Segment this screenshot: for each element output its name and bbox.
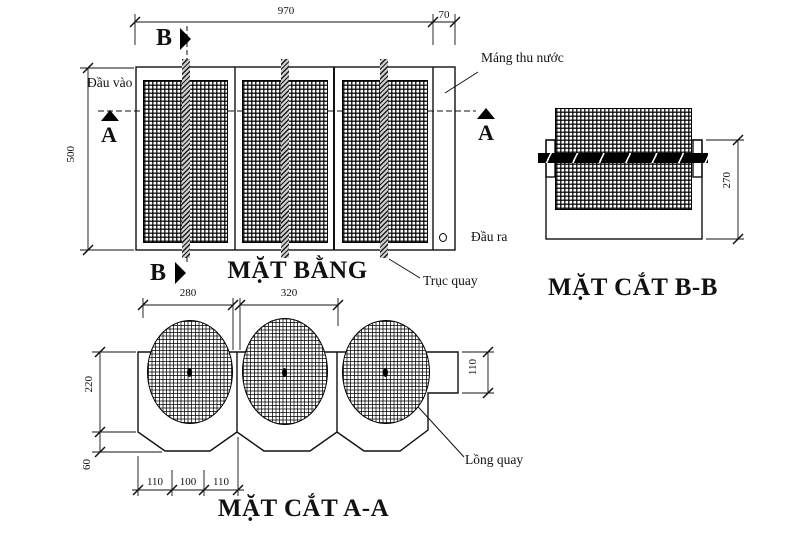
- plan-shaft-1: [182, 59, 190, 258]
- plan-shaft-2: [281, 59, 289, 258]
- aa-cage-2-axis-dot: [282, 368, 287, 377]
- cage-leader-line: [409, 397, 465, 458]
- dim-aa-depth: 220: [83, 376, 95, 393]
- dim-plan-height: 500: [65, 146, 77, 163]
- dim-aa-span: 320: [280, 287, 298, 299]
- section-marker-a-left: A: [101, 122, 117, 147]
- plan-left-dimension: [80, 67, 134, 251]
- section-arrow-b-top-icon: [180, 28, 191, 50]
- section-arrow-a-right-icon: [477, 108, 495, 119]
- dim-bb-height: 270: [721, 172, 733, 189]
- outlet-drain-icon: [439, 233, 447, 242]
- dim-aa-b3: 110: [212, 476, 230, 488]
- label-outlet: Đầu ra: [471, 229, 508, 244]
- trough-leader-line: [444, 71, 479, 94]
- plan-shaft-3: [380, 59, 388, 258]
- label-shaft: Trục quay: [423, 273, 478, 288]
- dim-aa-b2: 100: [179, 476, 197, 488]
- dim-aa-bottom: 60: [81, 459, 93, 470]
- aa-top-dimension: [142, 298, 339, 350]
- plan-view-title: MẶT BẰNG: [227, 257, 368, 284]
- plan-top-dimension: [134, 14, 456, 45]
- section-aa-title: MẶT CẮT A-A: [217, 495, 390, 522]
- dim-aa-drum: 280: [179, 287, 197, 299]
- aa-cage-1-axis-dot: [187, 368, 192, 377]
- section-arrow-a-left-icon: [101, 110, 119, 121]
- label-inlet: Đầu vào: [87, 75, 133, 90]
- bb-axle-bar: [538, 153, 708, 163]
- label-cage: Lồng quay: [465, 452, 524, 467]
- aa-bottom-dimension: [132, 437, 244, 496]
- dim-plan-trough: 70: [438, 9, 450, 21]
- dim-aa-outlet: 110: [467, 359, 479, 376]
- shaft-leader-line: [388, 258, 421, 279]
- section-bb-title: MẶT CẮT B-B: [548, 274, 718, 301]
- bb-right-dimension: [706, 139, 744, 240]
- dim-aa-b1: 110: [146, 476, 164, 488]
- aa-cage-2: [242, 318, 328, 425]
- section-marker-a-right: A: [478, 120, 494, 145]
- aa-cage-3-axis-dot: [383, 368, 388, 377]
- section-marker-b-bottom: B: [150, 260, 167, 286]
- section-arrow-b-bottom-icon: [175, 262, 186, 284]
- aa-left-dimension: [92, 351, 162, 453]
- section-marker-b-top: B: [156, 25, 173, 51]
- dim-plan-width: 970: [277, 5, 295, 17]
- label-trough: Máng thu nước: [481, 50, 564, 65]
- plan-tank-outline: [135, 66, 456, 251]
